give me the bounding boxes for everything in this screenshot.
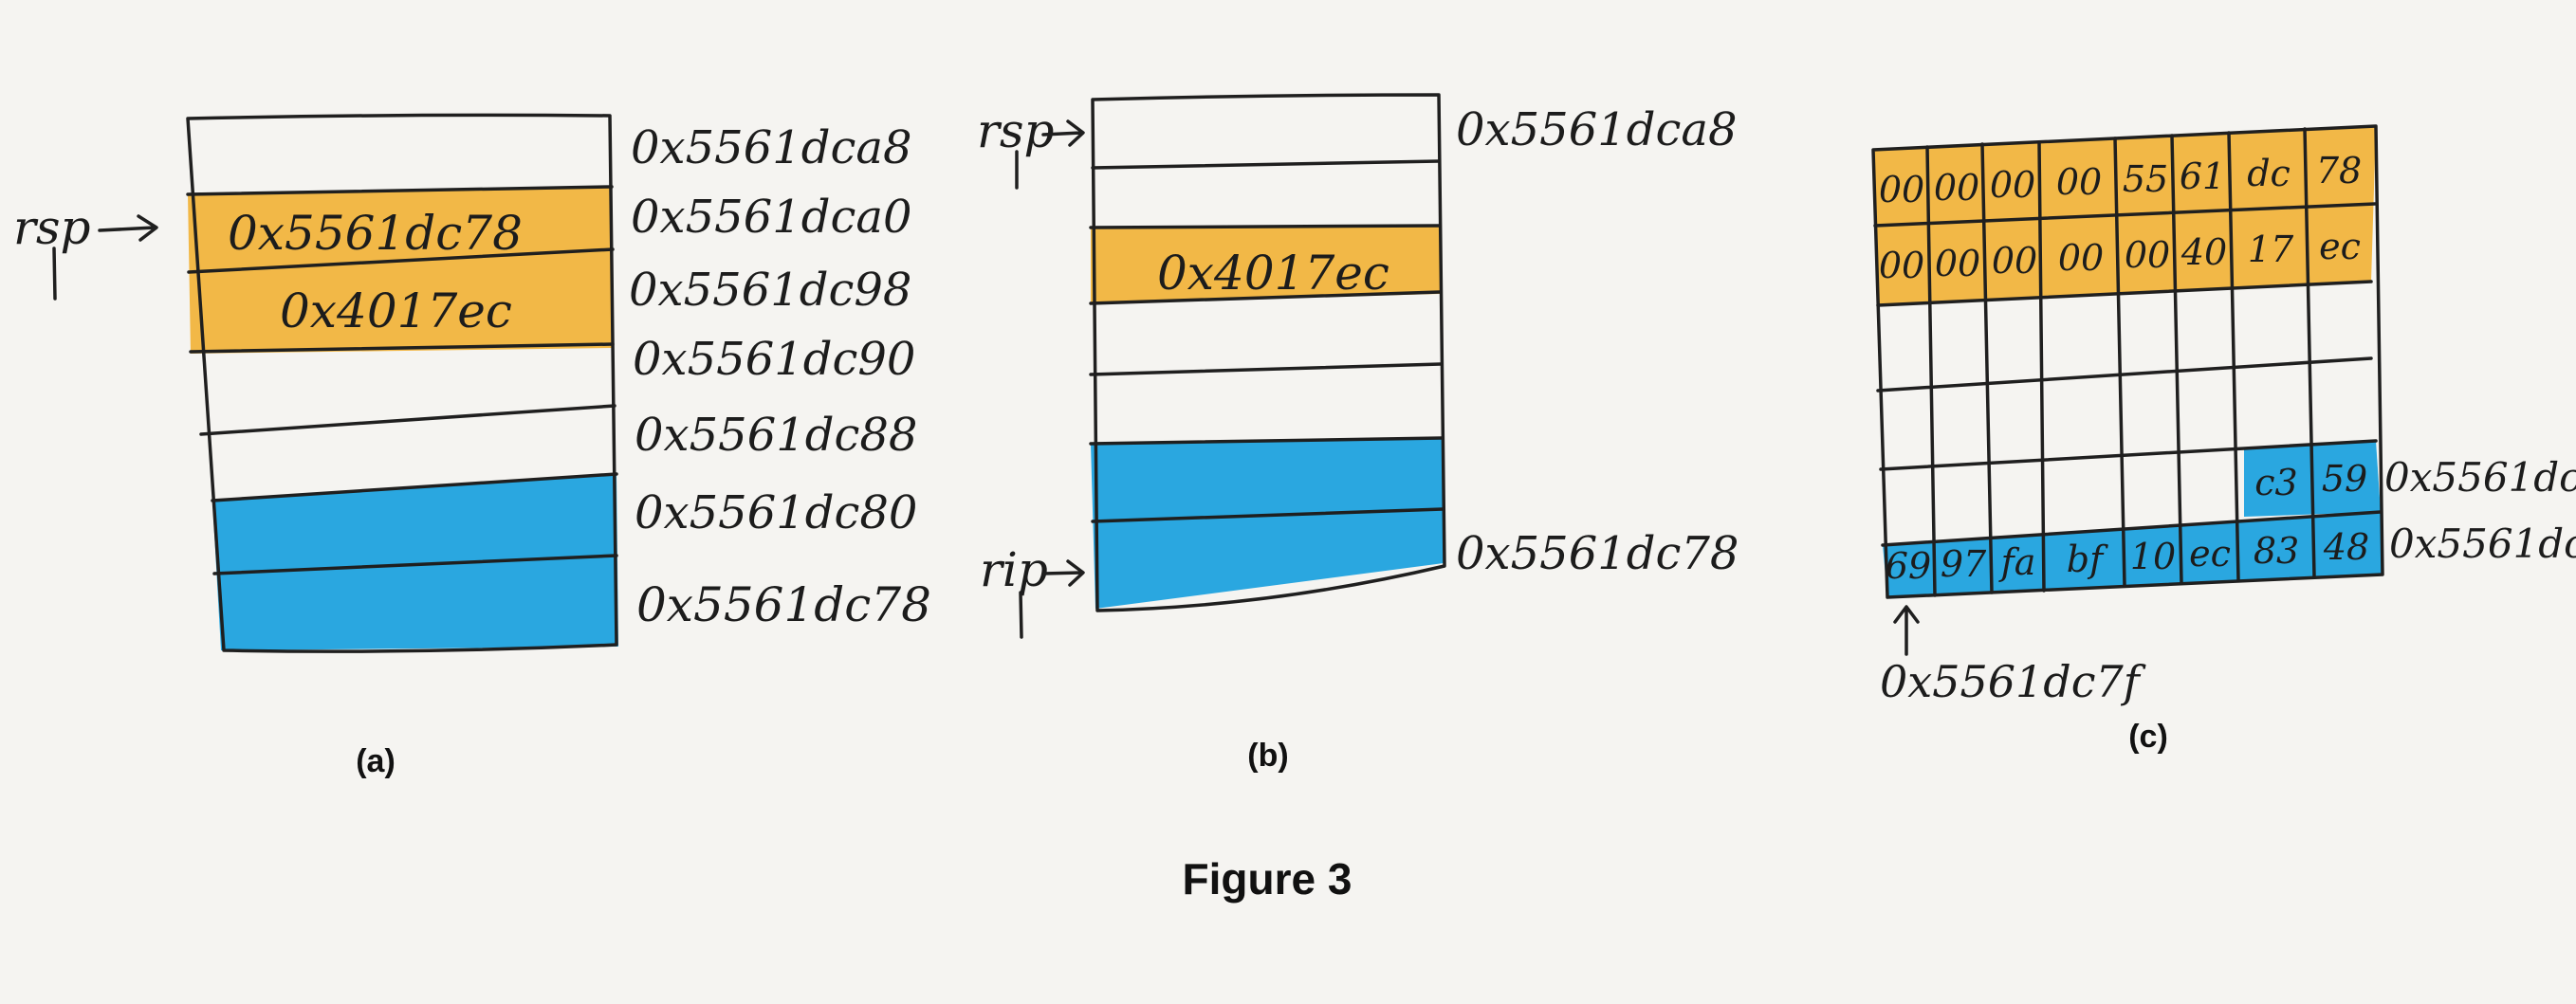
panel-c-cell: 00 <box>1992 240 2037 282</box>
panel-a-outline <box>186 113 618 653</box>
panel-c-cell: 97 <box>1941 543 1987 585</box>
panel-c-col-line <box>2303 127 2316 578</box>
panel-c-col-line <box>2227 131 2240 582</box>
panel-c-cell: 00 <box>2125 234 2170 276</box>
panel-b: 0x4017ec rsp rip 0x5561dca8 0x5561dc78 (… <box>977 93 1739 774</box>
panel-c-cell: 83 <box>2254 530 2299 572</box>
panel-a: 0x5561dc78 0x4017ec rsp 0x5561dca8 0x556… <box>13 113 931 779</box>
panel-b-divider <box>1089 436 1444 446</box>
panel-c-right-address: 0x5561dc78 <box>2389 520 2576 567</box>
panel-c-cell: 78 <box>2316 150 2362 192</box>
panel-c-cell: 00 <box>1879 245 1924 286</box>
panel-b-divider <box>1089 362 1443 376</box>
panel-c-col-line <box>2113 137 2126 588</box>
panel-c-cell: c3 <box>2254 462 2297 503</box>
figure-title: Figure 3 <box>1183 854 1352 904</box>
panel-a-address: 0x5561dc90 <box>633 333 915 386</box>
panel-b-divider <box>1091 159 1441 170</box>
panel-c-cell: 10 <box>2130 536 2176 577</box>
panel-a-address: 0x5561dc88 <box>635 409 917 462</box>
panel-c-cell: 40 <box>2180 231 2227 273</box>
panel-c-cell: 59 <box>2322 458 2367 500</box>
panel-b-rsp-label: rsp <box>977 103 1055 158</box>
panel-c-blue-band <box>1883 512 2383 597</box>
panel-a-row-value: 0x4017ec <box>280 283 512 338</box>
panel-b-divider <box>1089 290 1442 305</box>
panel-c-cell: 00 <box>1879 169 1924 210</box>
panel-b-bottom-address: 0x5561dc78 <box>1456 527 1739 580</box>
panel-c-cell: 00 <box>1990 164 2035 206</box>
panel-a-row-value: 0x5561dc78 <box>228 206 523 261</box>
panel-b-row-value: 0x4017ec <box>1157 246 1389 301</box>
panel-c-col-line <box>1925 145 1937 597</box>
panel-c-cell: 17 <box>2248 228 2294 270</box>
panel-c-outline <box>1871 124 2384 599</box>
panel-c-cell: 00 <box>2056 161 2102 203</box>
panel-b-rip-label: rip <box>980 542 1048 597</box>
panel-c: 00 00 00 00 55 61 dc 78 00 00 00 00 00 4… <box>1871 124 2576 755</box>
panel-c-row-line <box>1873 202 2377 228</box>
panel-a-orange-band <box>188 187 612 354</box>
panel-c-cell: 00 <box>2058 237 2104 279</box>
panel-b-caption: (b) <box>1247 738 1288 774</box>
panel-a-blue-band <box>212 474 618 650</box>
panel-a-divider <box>189 342 615 354</box>
panel-b-orange-band <box>1091 226 1440 303</box>
panel-c-cell: ec <box>2189 533 2231 575</box>
panel-a-rsp-tail <box>52 246 57 301</box>
panel-c-caption: (c) <box>2128 719 2168 755</box>
panel-a-divider <box>211 472 618 502</box>
panel-a-address: 0x5561dca8 <box>631 121 912 174</box>
panel-c-col-line <box>2037 140 2046 593</box>
panel-a-address: 0x5561dc78 <box>636 577 931 632</box>
panel-a-divider <box>199 404 616 436</box>
panel-c-right-address: 0x5561dc80 <box>2384 454 2576 501</box>
panel-c-up-arrow-icon <box>1893 605 1920 656</box>
panel-c-cell: 55 <box>2123 158 2168 200</box>
panel-c-cell: ec <box>2319 226 2361 267</box>
panel-c-row-line <box>1876 356 2373 392</box>
panel-b-top-address: 0x5561dca8 <box>1456 103 1738 156</box>
panel-c-cell: bf <box>2067 539 2108 580</box>
panel-c-row-line <box>1879 439 2378 471</box>
panel-a-address: 0x5561dc80 <box>635 486 917 539</box>
panel-c-cell: 61 <box>2180 155 2225 197</box>
panel-a-caption: (a) <box>356 743 396 779</box>
panel-a-divider <box>187 247 615 274</box>
panel-a-divider <box>212 554 618 575</box>
panel-c-bottom-address: 0x5561dc7f <box>1880 656 2146 707</box>
panel-a-rsp-arrow-icon <box>98 214 158 242</box>
panel-c-col-line <box>1980 142 1994 594</box>
panel-c-cell: fa <box>1998 541 2036 583</box>
panel-c-row-line <box>1881 510 2383 547</box>
panel-b-blue-band <box>1091 438 1444 609</box>
panel-c-cell: 69 <box>1886 545 1931 587</box>
panel-c-cell: 48 <box>2323 526 2369 568</box>
panel-c-cell: 00 <box>1934 167 1979 209</box>
panel-c-col-line <box>2170 134 2183 585</box>
panel-a-divider <box>186 185 614 196</box>
panel-c-cell: 00 <box>1935 243 1980 284</box>
panel-c-cell: dc <box>2247 153 2291 194</box>
panel-b-rsp-arrow-icon <box>1041 119 1085 147</box>
panel-a-address: 0x5561dca0 <box>631 191 912 244</box>
panel-a-address: 0x5561dc98 <box>629 264 911 317</box>
panel-a-rsp-label: rsp <box>13 200 91 255</box>
panel-b-rip-arrow-icon <box>1041 559 1085 587</box>
panel-b-divider <box>1089 224 1442 229</box>
panel-b-divider <box>1091 507 1444 523</box>
panel-c-row-line <box>1876 280 2373 307</box>
panel-b-outline <box>1091 93 1446 612</box>
